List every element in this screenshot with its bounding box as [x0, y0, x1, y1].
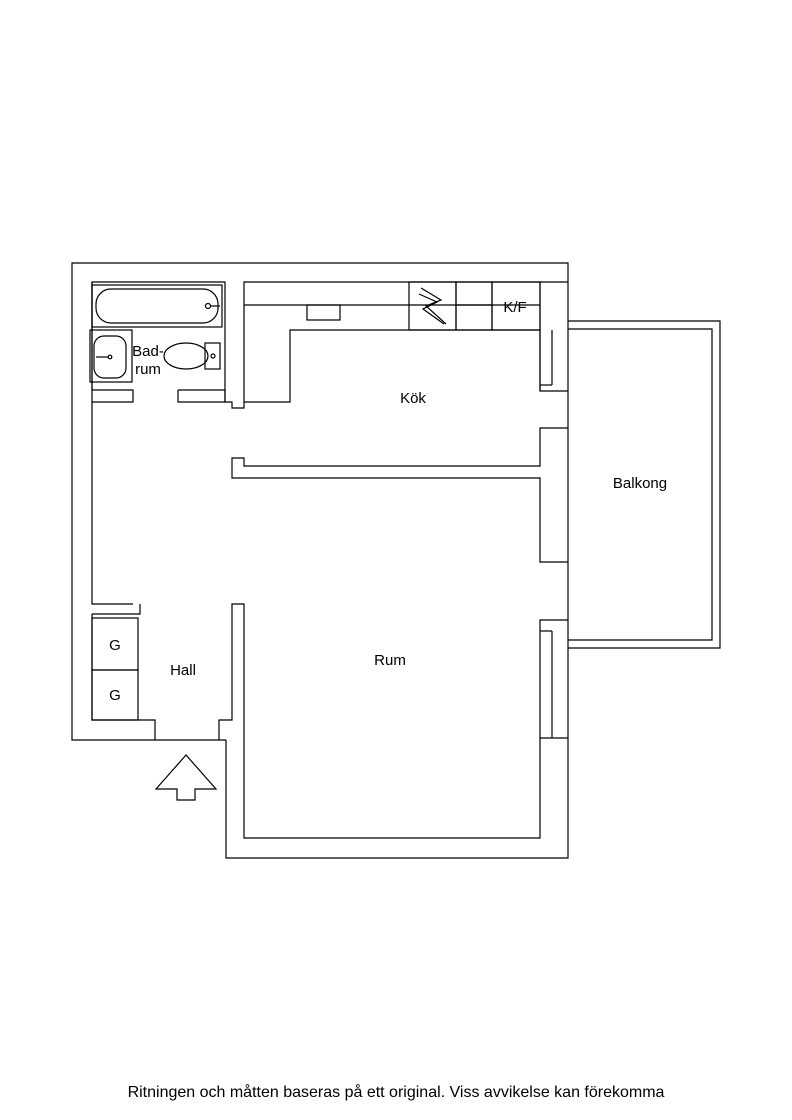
- fixture-label-wardrobe-1: G: [109, 637, 121, 654]
- room-label-bathroom-line1: Bad-: [132, 343, 164, 360]
- bathroom-wall: [91, 281, 245, 409]
- inner-wall-left: [91, 402, 133, 605]
- window-living-room: [539, 630, 568, 739]
- disclaimer-text: Ritningen och måtten baseras på ett orig…: [127, 1084, 665, 1101]
- inner-wall-hall-bottom: [91, 614, 156, 740]
- inner-wall-right-middle: [231, 427, 568, 563]
- kitchen-cabinet: [455, 281, 493, 331]
- fixture-label-wardrobe-2: G: [109, 687, 121, 704]
- room-label-bathroom-line2: rum: [135, 361, 161, 378]
- bathroom-walls: [91, 281, 245, 409]
- room-label-balcony: Balkong: [613, 475, 667, 492]
- window-kitchen: [539, 330, 553, 391]
- room-label-hall: Hall: [170, 662, 196, 679]
- wardrobe-box-2: [91, 669, 139, 721]
- stove-icon: [408, 281, 457, 331]
- kitchen-sink: [306, 304, 341, 321]
- fixture-label-fridge-freezer: K/F: [503, 299, 526, 316]
- wardrobes: [91, 604, 141, 721]
- outer-wall-main: [71, 262, 569, 859]
- fridge-freezer-box: [491, 281, 541, 331]
- inner-wall-right-lower: [539, 619, 568, 631]
- balcony: [568, 320, 721, 649]
- toilet-icon: [163, 342, 221, 370]
- bathroom-door-right: [177, 389, 226, 403]
- sink-icon: [89, 329, 133, 383]
- room-label-living-room: Rum: [374, 652, 406, 669]
- entrance-arrow-icon: [154, 754, 218, 801]
- room-label-kitchen: Kök: [400, 390, 426, 407]
- bathtub-icon: [91, 284, 223, 328]
- inner-wall-hall-right: [218, 603, 541, 839]
